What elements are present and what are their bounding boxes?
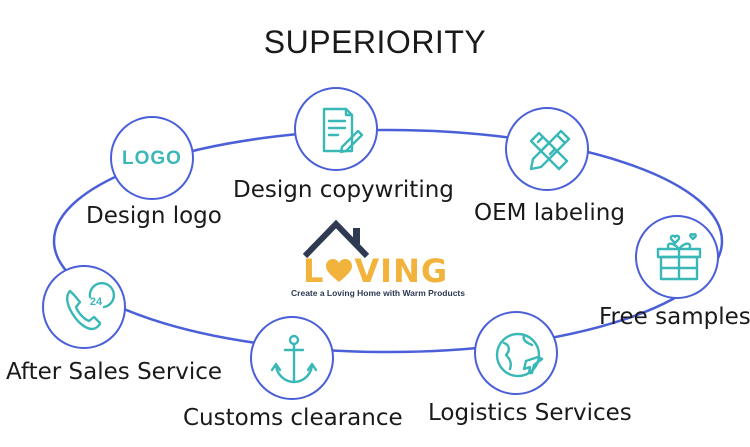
brand-wordmark: L VING	[303, 252, 448, 290]
label-free-samples: Free samples	[599, 304, 750, 330]
label-design-copywriting: Design copywriting	[233, 177, 454, 203]
heart-icon	[326, 259, 353, 282]
ruler-pencil-icon	[529, 129, 571, 171]
node-logistics-services	[474, 311, 558, 395]
node-design-copywriting	[294, 87, 378, 171]
label-logistics-services: Logistics Services	[428, 400, 632, 426]
brand-logo: L VING Create a Loving Home with Warm Pro…	[283, 214, 473, 304]
brand-word-prefix: L	[303, 252, 325, 290]
label-oem-labeling: OEM labeling	[474, 200, 625, 226]
anchor-icon	[270, 334, 318, 384]
globe-plane-icon	[495, 332, 544, 378]
node-after-sales-service: 24	[42, 265, 126, 349]
node-customs-clearance	[250, 316, 334, 400]
gift-icon	[656, 232, 702, 281]
node-design-logo: LOGO	[110, 116, 194, 200]
logo-text-icon: LOGO	[122, 148, 182, 169]
phone-24-icon: 24	[66, 282, 116, 331]
node-oem-labeling	[505, 107, 589, 191]
brand-word-suffix: VING	[354, 252, 449, 290]
document-pen-icon	[322, 107, 364, 154]
diagram-title: SUPERIORITY	[263, 24, 487, 60]
label-after-sales-service: After Sales Service	[6, 359, 223, 385]
brand-tagline: Create a Loving Home with Warm Products	[291, 288, 465, 298]
label-customs-clearance: Customs clearance	[183, 405, 403, 431]
node-free-samples	[635, 215, 719, 299]
label-design-logo: Design logo	[86, 203, 222, 229]
phone-24-text: 24	[90, 296, 103, 308]
house-roof-icon	[302, 219, 370, 259]
